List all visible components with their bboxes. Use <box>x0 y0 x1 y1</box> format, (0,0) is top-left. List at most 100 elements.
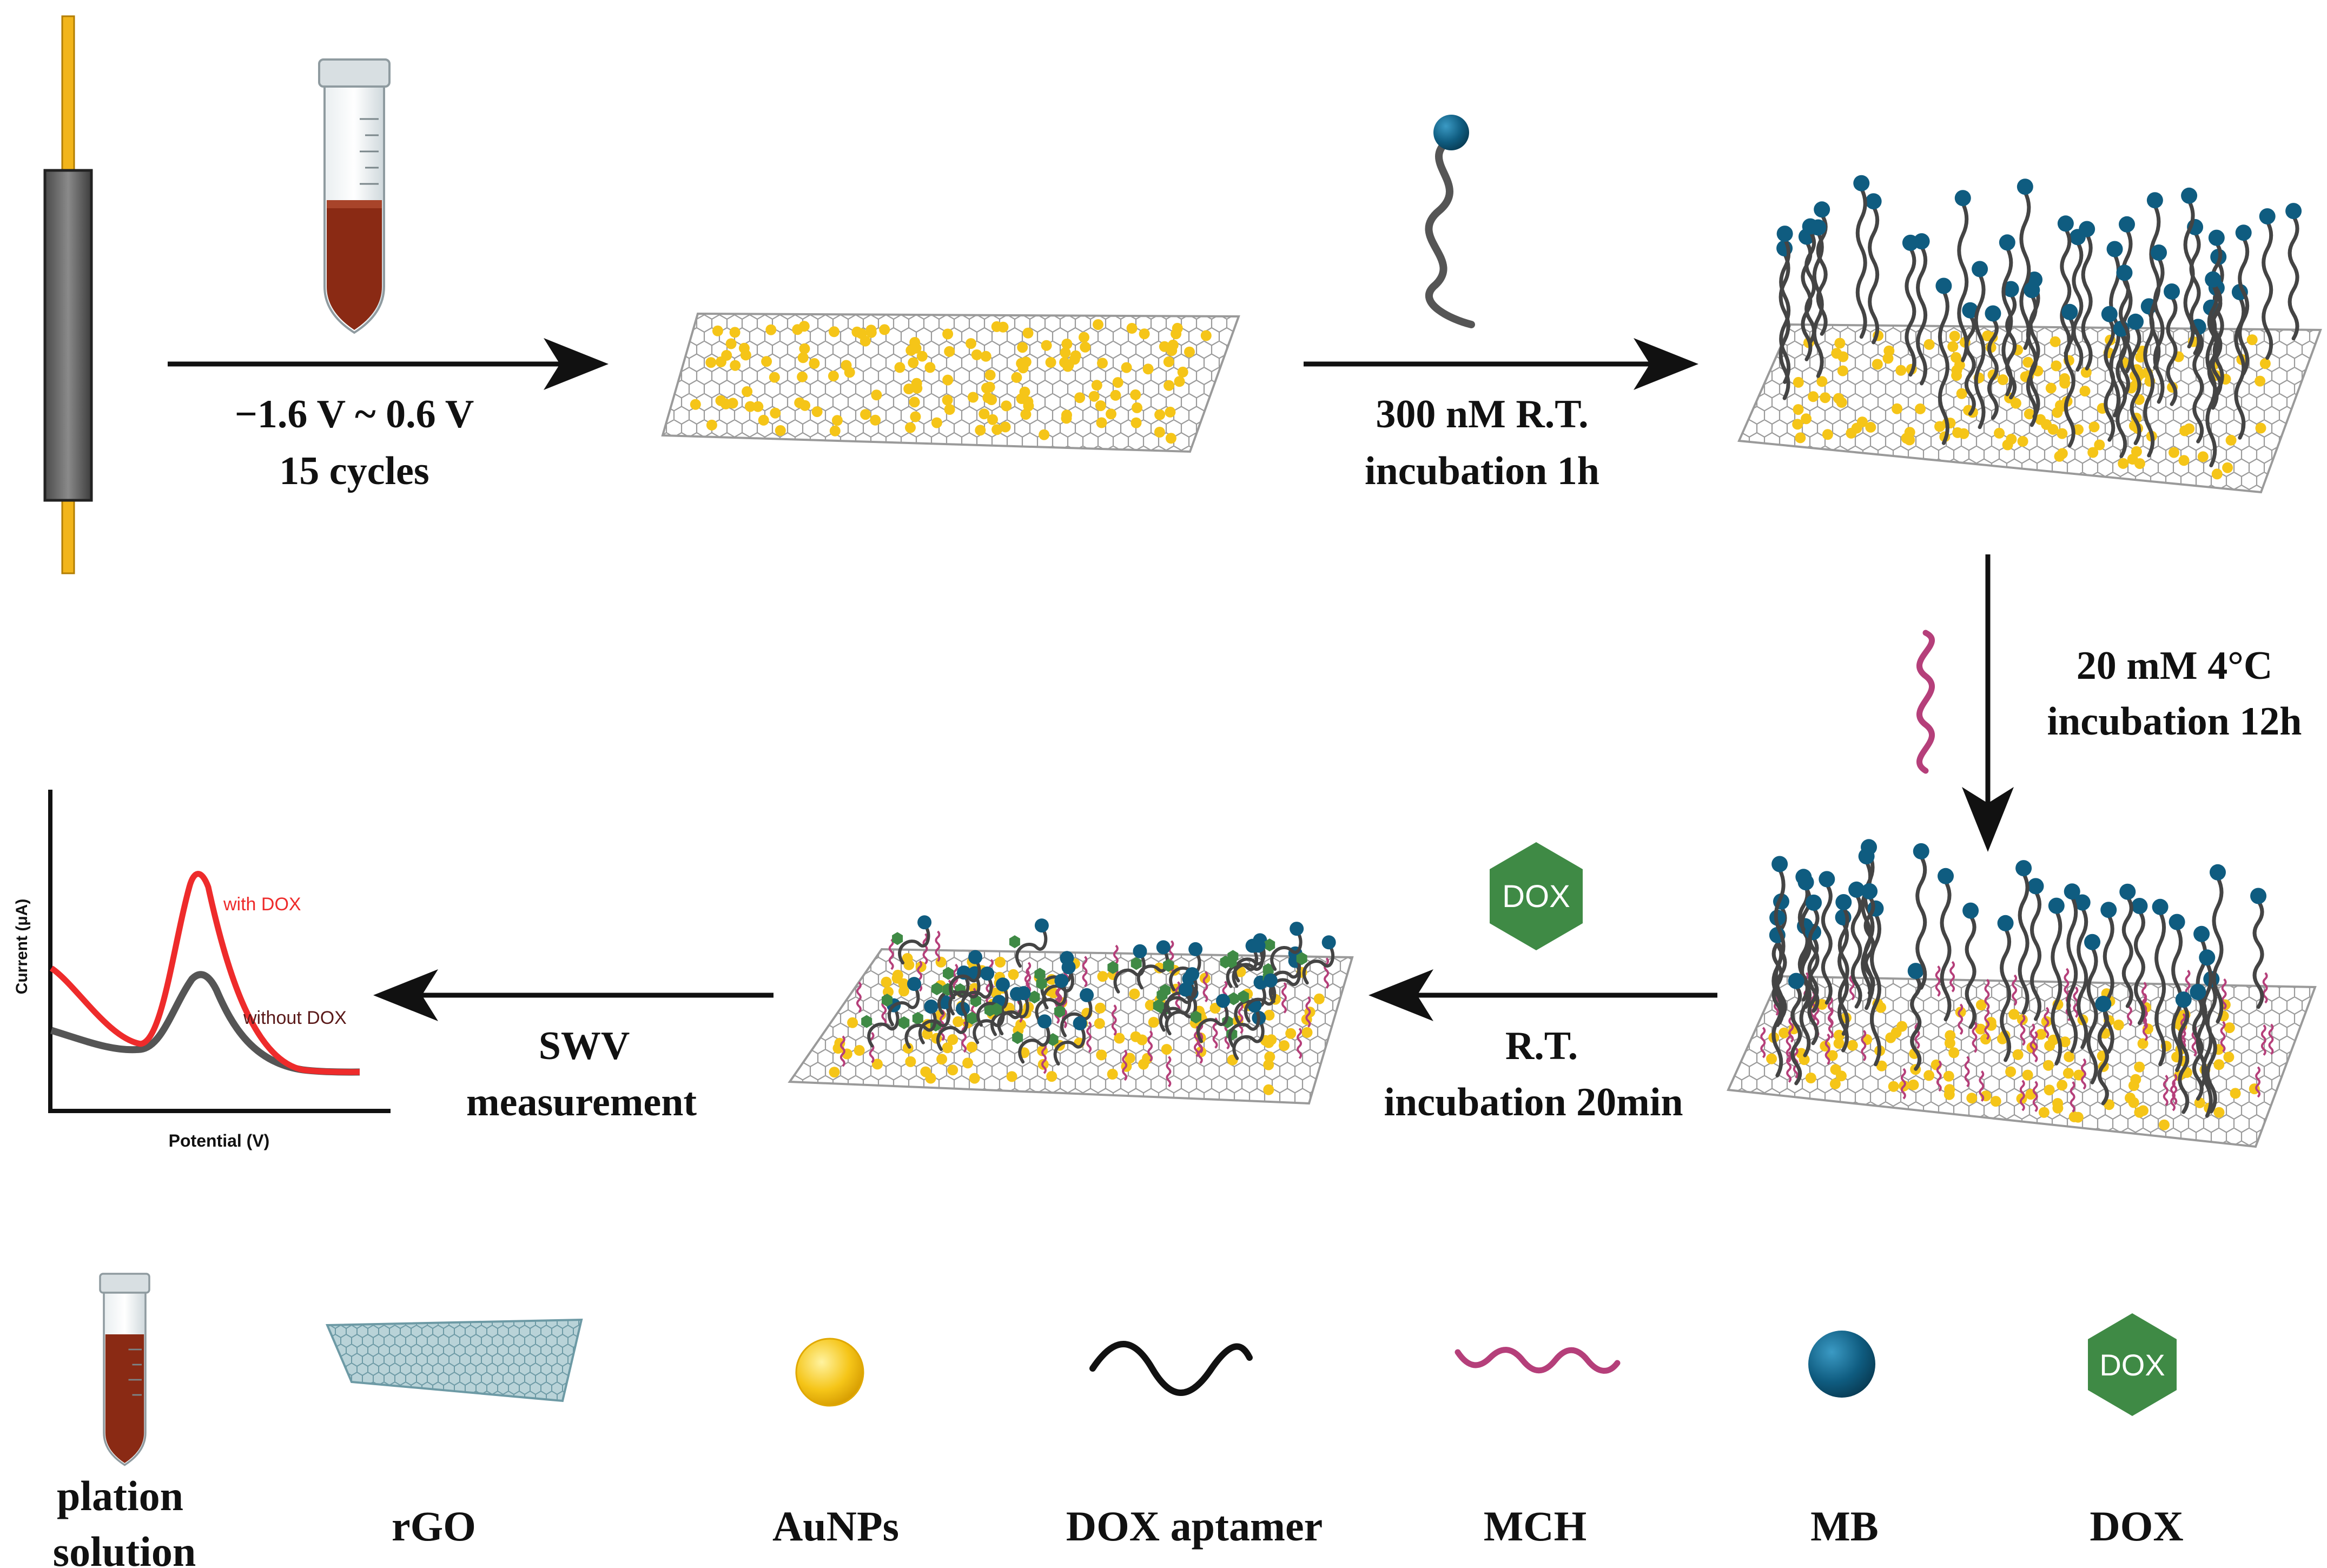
aptamer-strand <box>1816 213 1828 336</box>
aptamer-strand <box>2072 240 2084 372</box>
aunp-dot <box>775 425 786 436</box>
aunp-dot <box>902 1042 914 1054</box>
aptamer-strand <box>1940 879 1952 1022</box>
dox-molecule <box>1131 957 1142 970</box>
aunp-dot <box>2159 1119 2170 1130</box>
aunp-dot <box>1263 1037 1274 1048</box>
aunp-dot <box>2134 1061 2145 1073</box>
mb-dot <box>2017 178 2033 195</box>
aptamer-strand <box>2238 236 2250 376</box>
dox-molecule <box>1036 977 1047 990</box>
aunp-dot <box>1148 1017 1159 1028</box>
aunp-dot <box>947 1034 958 1045</box>
legend-label: DOX <box>2090 1503 2183 1550</box>
aunp-dot <box>797 371 808 382</box>
mb-dot <box>1848 881 1865 898</box>
legend-item-aunp: AuNPs <box>772 1338 899 1550</box>
mb-dot <box>924 999 938 1014</box>
aunp-dot <box>1966 1093 1978 1104</box>
mb-dot <box>2095 996 2112 1012</box>
aptamer-strand <box>2143 309 2155 458</box>
aunp-dot <box>829 1067 840 1078</box>
mb-dot <box>2131 898 2148 914</box>
aunp-dot <box>975 425 986 436</box>
arrow-step2 <box>1304 338 1698 390</box>
mb-dot <box>1061 960 1076 975</box>
aunp-dot <box>1301 1027 1313 1038</box>
mb-dot <box>1858 848 1875 865</box>
aunp-dot <box>809 358 820 369</box>
mb-dot <box>1016 986 1031 1001</box>
mb-dot <box>2002 281 2019 297</box>
mb-dot <box>1999 234 2015 251</box>
mb-dot <box>2235 224 2252 241</box>
aunp-dot <box>962 1057 974 1069</box>
mch-strand-icon <box>1916 630 1935 774</box>
aunp-dot <box>2073 424 2084 435</box>
aunp-dot <box>1006 1071 1017 1082</box>
aunp-dot <box>1263 1084 1274 1095</box>
mb-dot <box>1178 982 1193 997</box>
aunp-dot <box>883 986 894 997</box>
mch-strand <box>1972 1021 1978 1053</box>
folded-aptamer <box>1226 947 1258 988</box>
aunp-dot <box>894 362 905 373</box>
dox-badge-label: DOX <box>1502 879 1570 914</box>
aptamer-strand <box>2066 895 2078 1053</box>
dox-molecule <box>1009 935 1020 949</box>
aunp-dot <box>2051 360 2062 372</box>
aunp-dot <box>1837 365 1848 376</box>
aunp-dot <box>870 414 881 426</box>
aunp-dot <box>902 953 913 964</box>
aunp-dot <box>1165 433 1176 444</box>
aunp-dot <box>2072 1112 2084 1123</box>
aunp-dot <box>995 956 1006 968</box>
aunp-dot <box>2008 1009 2020 1020</box>
mb-dot <box>1185 967 1200 982</box>
aptamer-strand <box>2133 909 2145 1026</box>
dox-molecule <box>1047 1033 1059 1047</box>
aptamer-strand <box>2288 214 2299 341</box>
aunp-dot <box>1816 376 1828 387</box>
mb-dot <box>1037 1014 1052 1029</box>
aunp-dot <box>1061 413 1072 424</box>
mch-strand <box>2220 1021 2226 1053</box>
aunp-dot <box>908 357 919 368</box>
arrow-step4 <box>1369 969 1717 1021</box>
aunp-dot <box>2022 356 2034 368</box>
aunp-dot <box>1892 403 1903 414</box>
aunp-dot <box>979 408 990 420</box>
aptamer-strand <box>2153 256 2165 404</box>
aunp-dot <box>2038 1107 2050 1118</box>
aunp-dot <box>1944 1037 1955 1049</box>
mb-dot <box>1802 218 1819 235</box>
aptamer-strand <box>2064 315 2075 448</box>
mch-strand <box>1984 978 1990 1010</box>
dox-molecule <box>1163 958 1174 972</box>
mb-dot <box>1797 874 1814 891</box>
series-with-dox-label: with DOX <box>223 894 301 915</box>
aunp-dot <box>911 378 922 389</box>
aunp-dot <box>991 424 1003 435</box>
aunp-dot <box>706 419 717 431</box>
aptamer-strand <box>2001 246 2013 396</box>
mch-strand <box>1949 961 1955 993</box>
mch-strand <box>2019 1080 2025 1112</box>
aunp-dot <box>944 404 955 415</box>
mch-strand <box>888 938 894 970</box>
dox-molecule <box>912 1011 923 1025</box>
aunp-dot <box>690 399 701 410</box>
aunp-dot <box>2080 367 2092 378</box>
mb-dot <box>2048 897 2065 914</box>
aunp-dot <box>811 406 823 418</box>
aunp-dot <box>1145 1000 1156 1011</box>
folded-aptamer <box>1159 990 1192 1032</box>
dox-molecule <box>967 1011 978 1025</box>
mch-strand <box>1786 1031 1791 1063</box>
aunp-dot <box>2052 1098 2064 1109</box>
aunp-dot <box>1975 1000 1987 1010</box>
aptamer-strand <box>1850 893 1862 1009</box>
aunp-dot <box>1008 969 1019 980</box>
mch-strand <box>1281 982 1287 1014</box>
aunp-dot <box>1097 971 1108 982</box>
